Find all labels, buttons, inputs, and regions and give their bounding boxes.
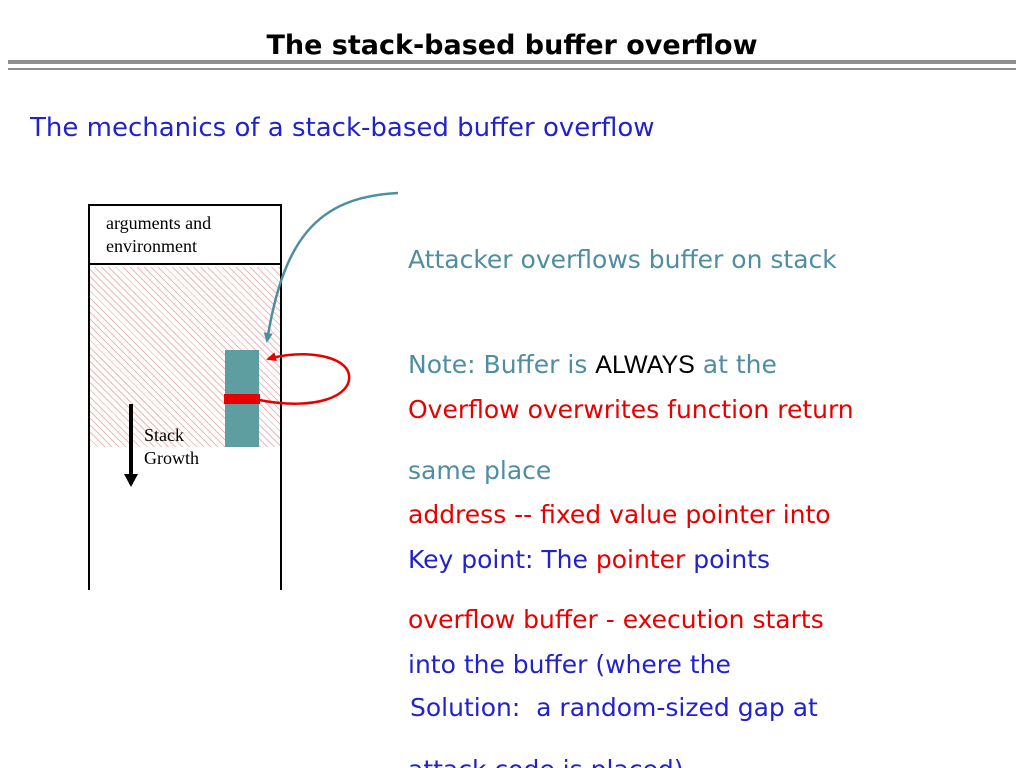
annotation-key-point-line1-seg1: Key point: The <box>408 545 596 574</box>
annotation-attacker-line3: same place <box>408 456 552 485</box>
annotation-overflow: Overflow overwrites function return addr… <box>408 322 854 707</box>
return-address-band <box>224 394 260 404</box>
annotation-attacker-line1: Attacker overflows buffer on stack <box>408 245 837 274</box>
annotation-overflow-line2: address -- fixed value pointer into <box>408 500 831 529</box>
annotation-overflow-line3: overflow buffer - execution starts <box>408 605 824 634</box>
args-environment-label: arguments and environment <box>90 206 280 265</box>
annotation-key-point-line2: into the buffer (where the <box>408 650 731 679</box>
annotation-overflow-line1: Overflow overwrites function return <box>408 395 854 424</box>
annotation-attacker-line2-seg3: at the <box>694 350 777 379</box>
annotation-solution-line1: Solution: a random-sized gap at <box>410 693 818 722</box>
annotation-solution: Solution: a random-sized gap at top of s… <box>410 620 818 768</box>
title-divider <box>8 60 1016 70</box>
stack-growth-label: Stack Growth <box>144 425 199 468</box>
attacker-curved-arrow-icon <box>263 191 399 343</box>
annotation-key-point-pointer-text: pointer <box>595 545 686 574</box>
annotation-attacker-always-text: ALWAYS <box>595 351 695 379</box>
slide-title: The stack-based buffer overflow <box>266 30 758 61</box>
annotation-key-point-line3: attack code is placed) <box>408 752 770 768</box>
annotation-key-point-line1: Key point: The pointer points <box>408 542 770 577</box>
annotation-attacker: Attacker overflows buffer on stack Note:… <box>408 172 837 558</box>
annotation-attacker-line2: Note: Buffer is ALWAYS at the <box>408 347 837 383</box>
annotation-key-point: Key point: The pointer points into the b… <box>408 472 770 768</box>
annotation-attacker-line2-seg1: Note: Buffer is <box>408 350 596 379</box>
annotation-key-point-line1-seg3: points <box>685 545 770 574</box>
slide-subtitle: The mechanics of a stack-based buffer ov… <box>30 113 655 143</box>
